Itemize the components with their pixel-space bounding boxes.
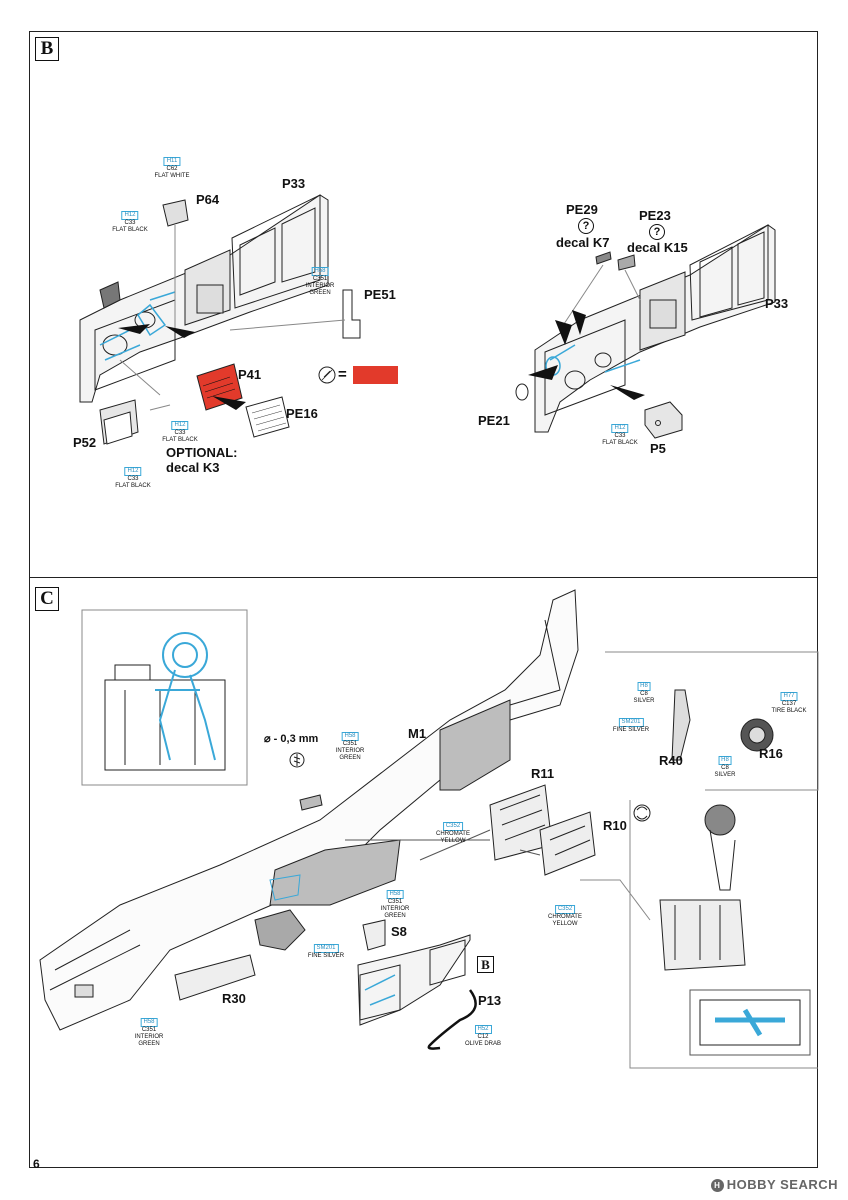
part-label-p33-right: P33 [765,296,789,311]
optional-title: OPTIONAL: [166,445,238,460]
part-label-p52: P52 [73,435,97,450]
optional-decal: decal K3 [166,460,220,475]
paint-callout-h58-a: H58 C351 INTERIOR GREEN [305,267,335,296]
paint-callout-sm201-b: SM201 FINE SILVER [612,718,650,733]
paint-callout-h58-b1: H58 C351 INTERIOR GREEN [335,732,365,761]
fuselage-m1 [39,589,579,1031]
part-label-p64: P64 [196,192,220,207]
part-label-r11: R11 [531,766,555,781]
section-b-label: B [35,37,59,61]
section-divider [29,577,818,578]
paint-callout-c352-a: C352 CHROMATE YELLOW [436,822,470,844]
panel-p33-left [79,194,329,403]
paint-callout-h12-d: H12 C33 FLAT BLACK [602,424,638,446]
part-label-pe21: PE21 [478,413,510,428]
page-frame [29,31,818,1168]
panel-p33-right [534,224,776,433]
paint-callout-h58-c: H58 C351 INTERIOR GREEN [134,1018,164,1047]
question-icon: ? [578,217,594,234]
part-label-p13: P13 [478,993,502,1008]
decal-k7: decal K7 [556,235,610,250]
equals-sign: = [338,366,347,383]
part-label-r10: R10 [603,818,627,833]
part-label-r16: R16 [759,746,783,761]
part-label-m1: M1 [408,726,427,741]
part-label-pe16: PE16 [286,406,318,421]
part-label-pe51: PE51 [364,287,396,302]
part-label-pe23: PE23 [639,208,671,223]
section-b-reference: B [477,956,494,973]
part-label-p41: P41 [238,367,262,382]
paint-callout-h12-c: H12 C33 FLAT BLACK [115,467,151,489]
page-number: 6 [33,1157,40,1171]
paint-callout-h8-b: H8 C8 SILVER [714,756,736,778]
red-color-swatch [353,366,398,384]
part-label-s8: S8 [391,924,407,939]
paint-callout-h52: H52 C12 OLIVE DRAB [464,1025,502,1047]
paint-callout-h58-b2: H58 C351 INTERIOR GREEN [380,890,410,919]
decal-k15: decal K15 [627,240,688,255]
paint-callout-h11: H11 C62 FLAT WHITE [154,157,190,179]
part-label-p5: P5 [650,441,666,456]
section-c-label: C [35,587,59,611]
paint-callout-sm201-a: SM201 FINE SILVER [307,944,345,959]
paint-callout-h8-a: H8 C8 SILVER [633,682,655,704]
watermark-logo-icon: H [710,1179,724,1193]
part-label-r40: R40 [659,753,683,768]
paint-callout-h12-a: H12 C33 FLAT BLACK [112,211,148,233]
paint-callout-h77: H77 C137 TIRE BLACK [771,692,807,714]
paint-callout-h12-b: H12 C33 FLAT BLACK [162,421,198,443]
part-label-p33-left: P33 [282,176,306,191]
part-label-pe29: PE29 [566,202,598,217]
question-icon-2: ? [649,223,665,240]
part-label-r30: R30 [222,991,246,1006]
drill-size: ⌀ - 0,3 mm [264,733,319,745]
paint-callout-c352-b: C352 CHROMATE YELLOW [548,905,582,927]
